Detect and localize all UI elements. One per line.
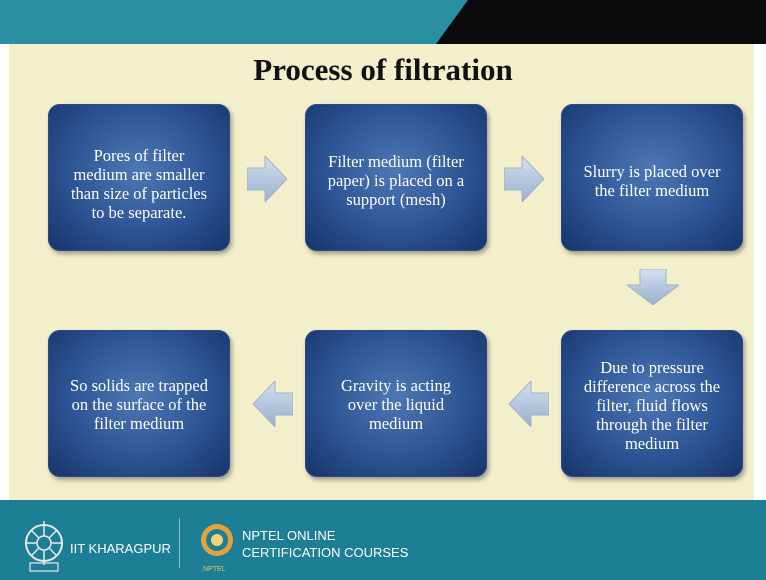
arrow-left-1-icon: [509, 381, 549, 427]
step-4-text: Due to pressure difference across the fi…: [583, 358, 721, 453]
step-3-text: Slurry is placed over the filter medium: [583, 162, 721, 200]
arrow-down-icon: [627, 269, 679, 305]
step-box-1: Pores of filter medium are smaller than …: [48, 104, 230, 251]
institute-name: IIT KHARAGPUR: [70, 541, 171, 556]
step-2-text: Filter medium (filter paper) is placed o…: [327, 152, 465, 209]
step-6-text: So solids are trapped on the surface of …: [70, 376, 208, 433]
arrow-right-2-icon: [504, 156, 544, 202]
footer-bar: [0, 500, 766, 580]
nptel-logo-caption: NPTEL: [203, 566, 226, 573]
arrow-left-2-icon: [253, 381, 293, 427]
slide-title: Process of filtration: [253, 52, 513, 87]
step-box-2: Filter medium (filter paper) is placed o…: [305, 104, 487, 251]
slide-left-margin: [0, 44, 9, 500]
step-box-4: Due to pressure difference across the fi…: [561, 330, 743, 477]
step-box-3: Slurry is placed over the filter medium: [561, 104, 743, 251]
footer-divider: [179, 518, 180, 568]
step-5-text: Gravity is acting over the liquid medium: [341, 376, 451, 433]
step-box-6: So solids are trapped on the surface of …: [48, 330, 230, 477]
top-bar-dark-band: [436, 0, 766, 44]
step-box-5: Gravity is acting over the liquid medium: [305, 330, 487, 477]
course-line-1: NPTEL ONLINE: [242, 528, 336, 543]
slide-right-margin: [754, 44, 766, 500]
arrow-right-1-icon: [247, 156, 287, 202]
nptel-logo-icon: [201, 524, 233, 556]
course-line-2: CERTIFICATION COURSES: [242, 545, 409, 560]
iit-kharagpur-logo-icon: [25, 521, 63, 572]
step-1-text: Pores of filter medium are smaller than …: [70, 146, 208, 222]
